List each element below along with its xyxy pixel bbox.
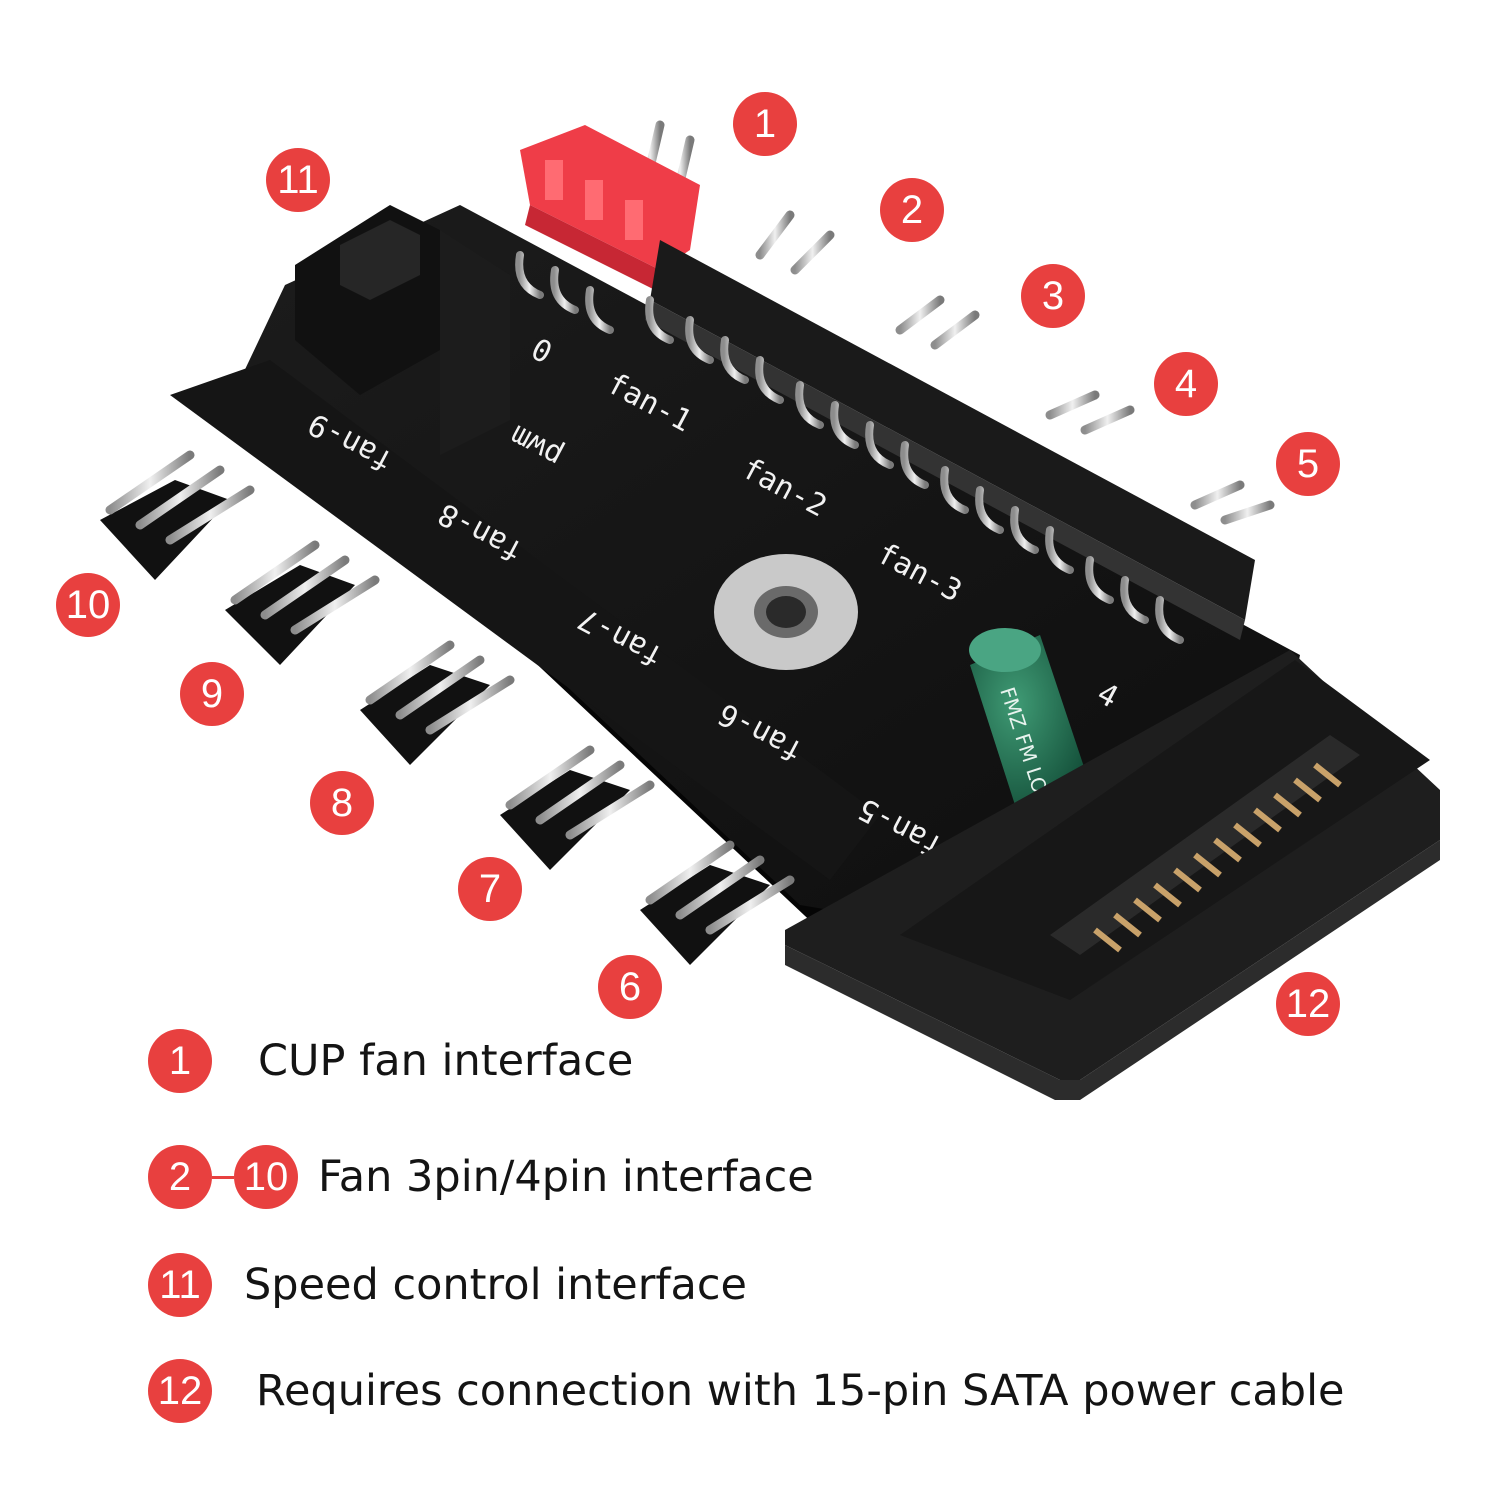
callout-5: 5	[1276, 432, 1340, 496]
callout-6: 6	[598, 955, 662, 1019]
legend-item-2: 2 10 Fan 3pin/4pin interface	[148, 1142, 814, 1212]
callout-11: 11	[266, 148, 330, 212]
legend-text-2: Fan 3pin/4pin interface	[318, 1152, 814, 1202]
left-header-pins	[105, 450, 795, 935]
pwm-connector	[295, 205, 519, 455]
left-fan-headers	[100, 360, 880, 965]
board-pin-rows	[515, 251, 1184, 644]
legend-badge-11: 11	[148, 1253, 212, 1317]
legend-badge-1: 1	[148, 1029, 212, 1093]
callout-2: 2	[880, 178, 944, 242]
legend-badge-12: 12	[148, 1359, 212, 1423]
mounting-hole	[714, 554, 858, 670]
legend-item-1: 1 CUP fan interface	[148, 1026, 633, 1096]
callout-10: 10	[56, 573, 120, 637]
legend-text-1: CUP fan interface	[258, 1036, 634, 1086]
range-dash	[212, 1175, 234, 1179]
callout-8: 8	[310, 771, 374, 835]
callout-1: 1	[733, 92, 797, 156]
legend-text-4: Requires connection with 15-pin SATA pow…	[256, 1366, 1345, 1416]
legend-badge-2: 2	[148, 1145, 212, 1209]
callout-9: 9	[180, 662, 244, 726]
legend-text-3: Speed control interface	[244, 1260, 747, 1310]
sata-connector	[785, 650, 1440, 1100]
cpu-fan-header	[520, 125, 700, 290]
callout-3: 3	[1021, 264, 1085, 328]
legend-item-3: 11 Speed control interface	[148, 1250, 747, 1320]
legend-badge-10: 10	[234, 1145, 298, 1209]
legend-item-4: 12 Requires connection with 15-pin SATA …	[148, 1356, 1344, 1426]
callout-7: 7	[458, 857, 522, 921]
callout-12: 12	[1276, 972, 1340, 1036]
callout-4: 4	[1154, 352, 1218, 416]
